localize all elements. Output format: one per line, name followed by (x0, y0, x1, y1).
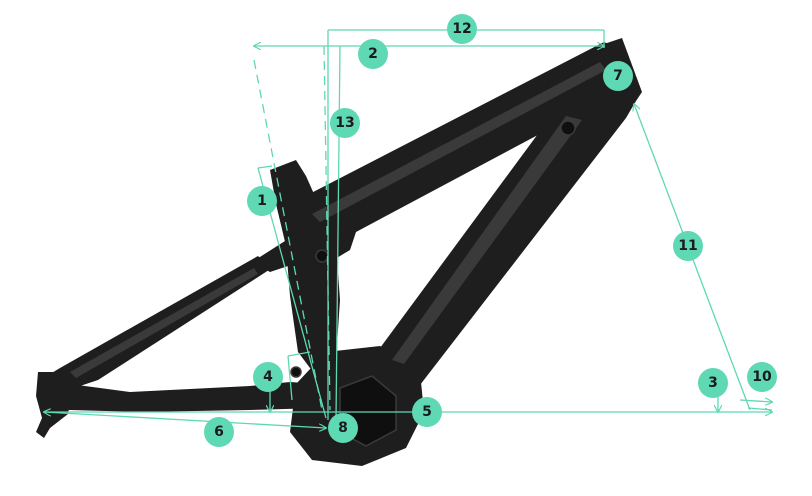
marker-10: 10 (747, 362, 777, 392)
dim-4-bracket (287, 351, 311, 357)
dim-1-top-tick (257, 165, 273, 169)
dim-10-line (739, 400, 772, 402)
marker-10-label: 10 (752, 369, 772, 385)
marker-3-label: 3 (708, 375, 718, 391)
dim-4-bracket-v (287, 355, 293, 401)
marker-3: 3 (698, 368, 728, 398)
marker-12-label: 12 (452, 21, 471, 37)
marker-4-label: 4 (263, 369, 273, 385)
marker-13-label: 13 (335, 115, 354, 131)
rocker-link (252, 214, 358, 272)
dim-10-tick (747, 407, 773, 411)
seat-axis-dash (323, 45, 331, 411)
dim-6-line (44, 412, 326, 428)
marker-1: 1 (247, 186, 277, 216)
marker-6-label: 6 (214, 424, 224, 440)
marker-11: 11 (673, 231, 703, 261)
marker-6: 6 (204, 417, 234, 447)
marker-2: 2 (358, 39, 388, 69)
marker-8: 8 (328, 413, 358, 443)
marker-11-label: 11 (678, 238, 697, 254)
marker-7-label: 7 (613, 68, 623, 84)
marker-2-label: 2 (368, 46, 378, 62)
down-tube-highlight (392, 116, 582, 364)
marker-4: 4 (253, 362, 283, 392)
chain-stay (40, 380, 320, 412)
seat-stay-highlight (70, 268, 258, 378)
marker-5: 5 (412, 397, 442, 427)
top-tube-highlight (312, 62, 606, 222)
rocker-pivot (315, 249, 329, 263)
lower-pivot (290, 366, 302, 378)
marker-13: 13 (330, 108, 360, 138)
marker-8-label: 8 (338, 420, 348, 436)
marker-7: 7 (603, 61, 633, 91)
dim-13-line (335, 45, 341, 421)
pivot-bolt (560, 120, 576, 136)
dimension-lines (44, 29, 773, 428)
marker-5-label: 5 (422, 404, 432, 420)
marker-12: 12 (447, 14, 477, 44)
marker-1-label: 1 (257, 193, 267, 209)
